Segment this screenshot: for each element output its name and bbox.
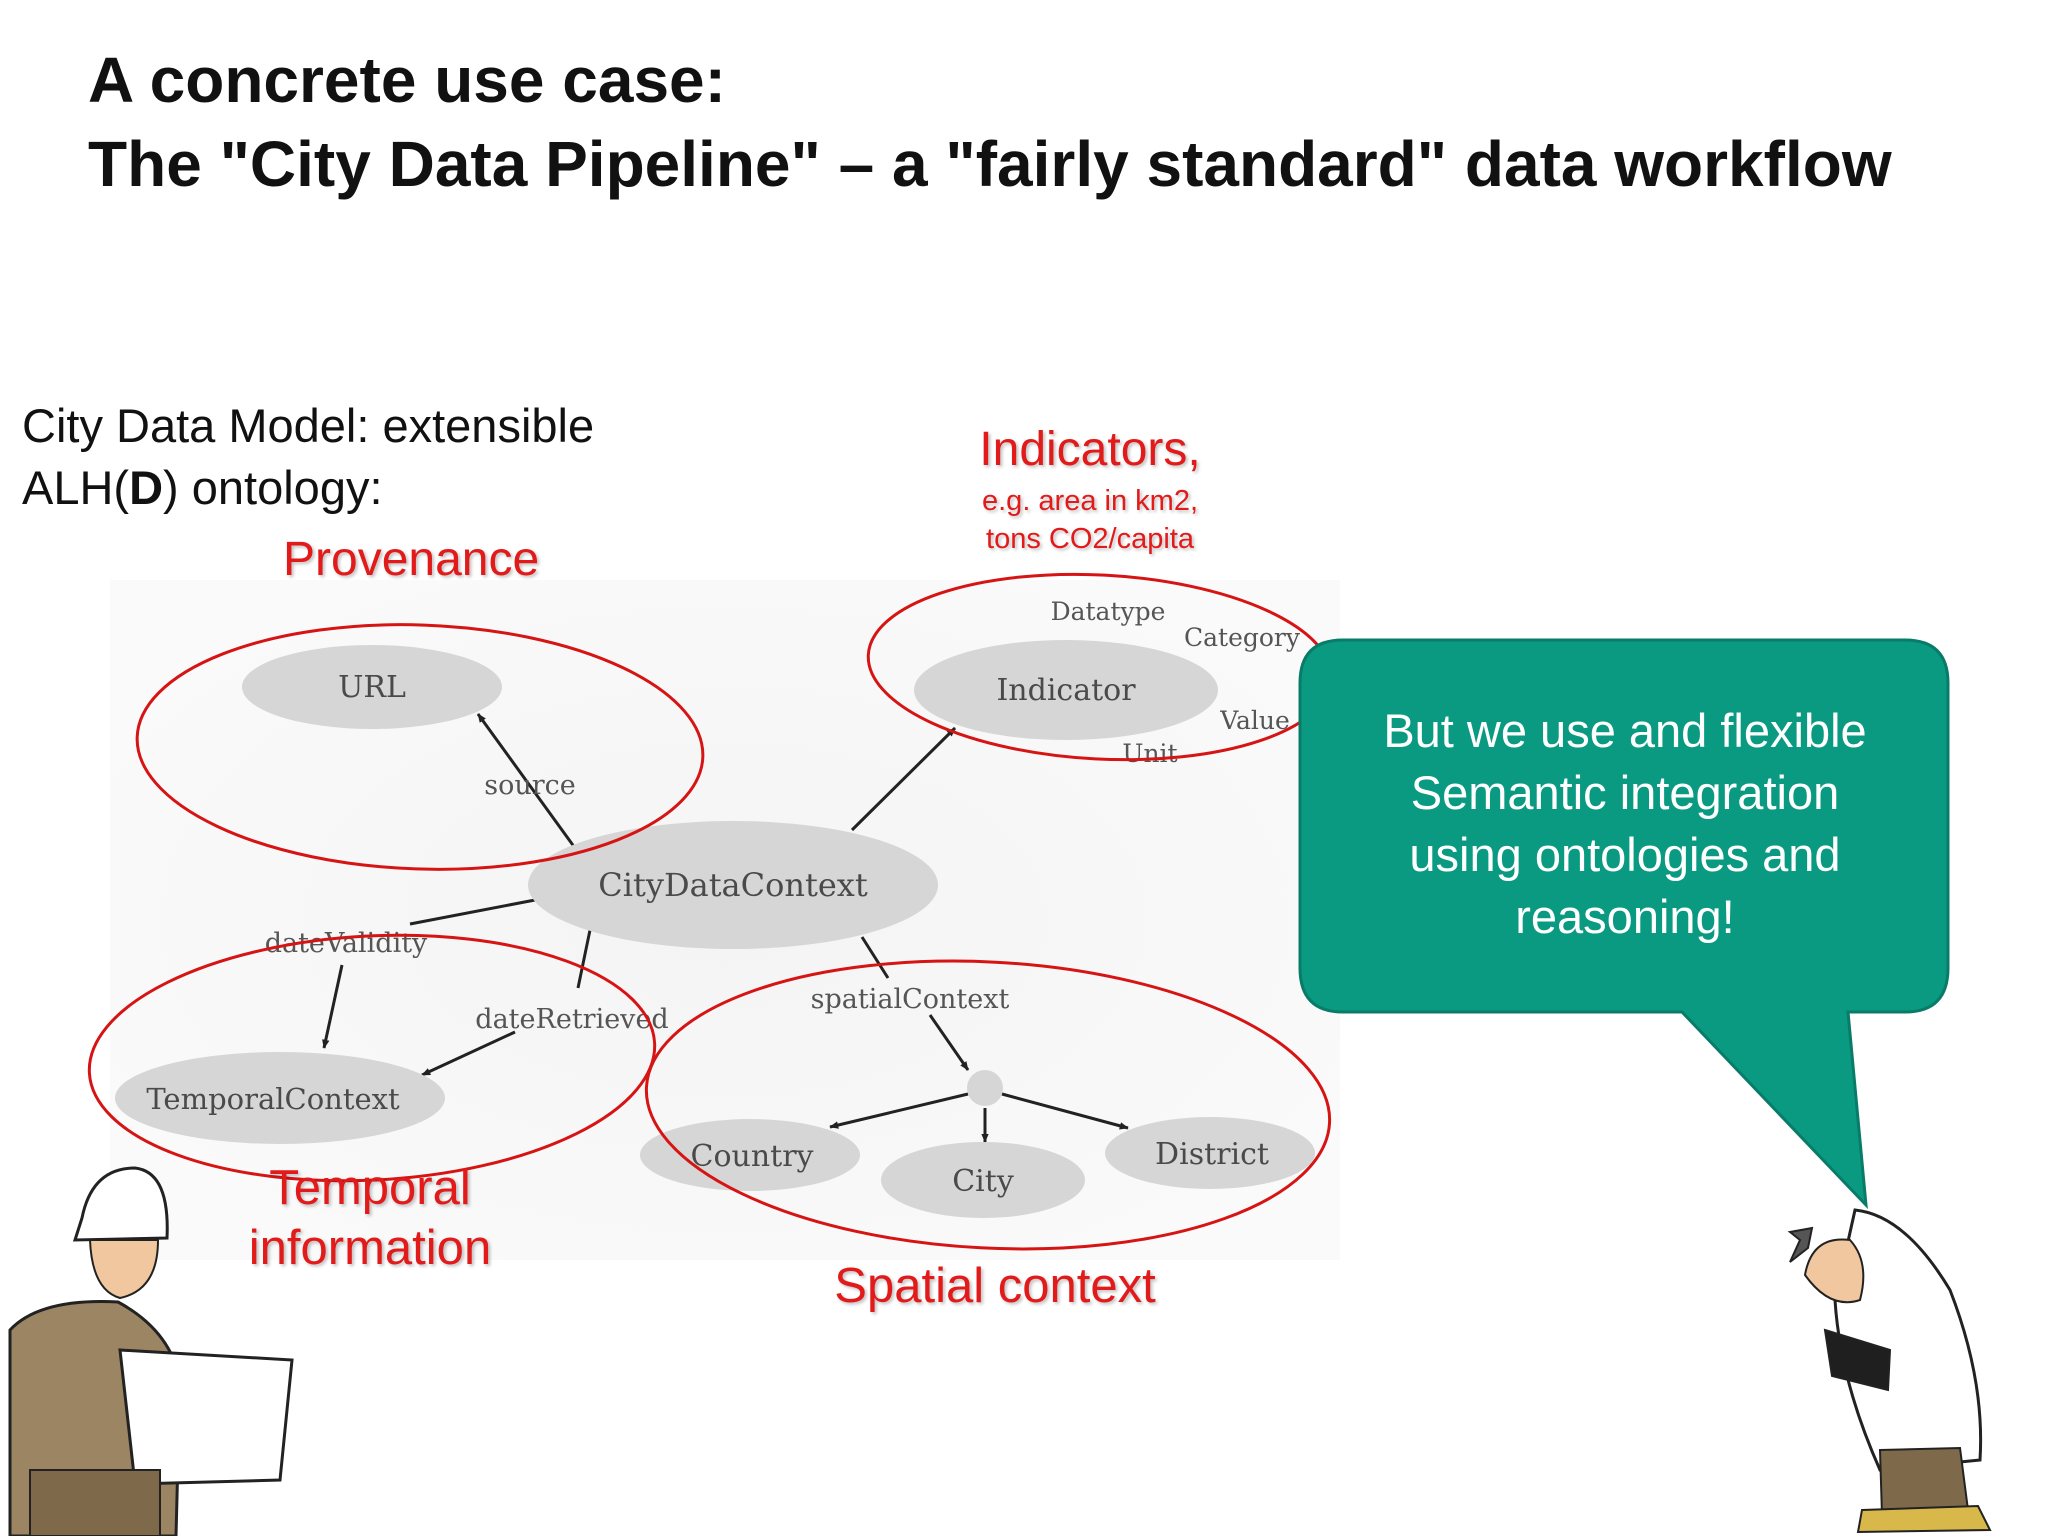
scientist-shoes xyxy=(1858,1506,1990,1532)
engineer-legs xyxy=(30,1470,160,1536)
scientist-illustration xyxy=(1790,1210,1990,1532)
temporal-label-2: information xyxy=(215,1218,525,1278)
edge-spatial-context-label: spatialContext xyxy=(811,984,1010,1015)
temporal-label-1: Temporal xyxy=(215,1158,525,1218)
attr-datatype-label: Datatype xyxy=(1051,597,1166,626)
scientist-head xyxy=(1805,1239,1863,1302)
node-city-data-context-label: CityDataContext xyxy=(598,866,868,904)
engineer-helmet xyxy=(75,1168,167,1240)
indicators-sublabel: e.g. area in km2, tons CO2/capita xyxy=(965,482,1215,558)
node-spatial-junction xyxy=(967,1070,1003,1106)
bubble-line-3: using ontologies and xyxy=(1305,824,1945,886)
bubble-line-2: Semantic integration xyxy=(1305,762,1945,824)
scientist-hair xyxy=(1790,1228,1812,1262)
scientist-legs xyxy=(1880,1448,1968,1515)
spatial-label: Spatial context xyxy=(820,1258,1170,1314)
bubble-line-1: But we use and flexible xyxy=(1305,700,1945,762)
attr-unit-label: Unit xyxy=(1122,739,1177,768)
speech-bubble-text: But we use and flexible Semantic integra… xyxy=(1305,700,1945,948)
node-indicator-label: Indicator xyxy=(996,673,1136,708)
indicators-label: Indicators, xyxy=(965,422,1215,477)
engineer-face xyxy=(90,1240,158,1298)
provenance-label: Provenance xyxy=(283,532,539,587)
node-district-label: District xyxy=(1155,1137,1269,1172)
node-temporal-context-label: TemporalContext xyxy=(146,1082,400,1116)
edge-source-label: source xyxy=(484,770,576,801)
temporal-label: Temporal information xyxy=(215,1158,525,1278)
bubble-line-4: reasoning! xyxy=(1305,886,1945,948)
node-city-label: City xyxy=(952,1164,1014,1199)
node-country-label: Country xyxy=(690,1139,813,1174)
indicators-sub-1: e.g. area in km2, xyxy=(965,482,1215,520)
engineer-blueprint xyxy=(120,1350,292,1484)
attr-category-label: Category xyxy=(1184,623,1301,652)
indicators-sub-2: tons CO2/capita xyxy=(965,520,1215,558)
attr-value-label: Value xyxy=(1219,706,1290,735)
node-url-label: URL xyxy=(338,670,406,705)
